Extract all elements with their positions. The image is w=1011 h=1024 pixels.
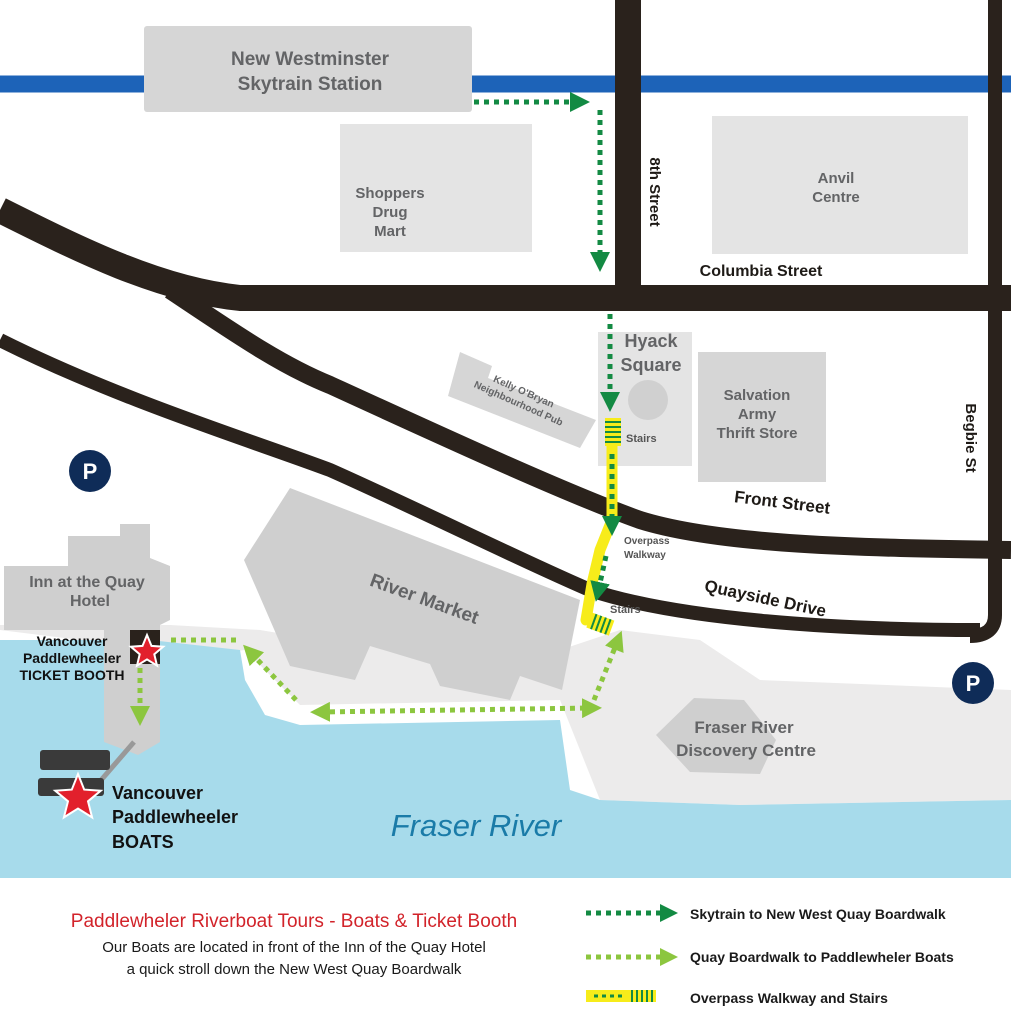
- overpass-label-2: Walkway: [624, 550, 666, 561]
- boats-label-1: Vancouver: [112, 783, 203, 803]
- route-boardwalk-to-boats: [130, 630, 624, 726]
- buildings: [4, 26, 968, 774]
- ticket-booth-label-1: Vancouver: [37, 633, 108, 649]
- footer-line-2: a quick stroll down the New West Quay Bo…: [127, 961, 462, 978]
- stairs-top-label: Stairs: [626, 433, 657, 445]
- stairs-top-hatch: [605, 418, 621, 446]
- discovery-label-2: Discovery Centre: [676, 741, 816, 760]
- inn-at-the-quay-building: [4, 524, 170, 755]
- anvil-label-1: Anvil: [818, 170, 855, 187]
- columbia-street-label: Columbia Street: [700, 263, 823, 280]
- shoppers-label-3: Mart: [374, 223, 406, 240]
- begbie-st-road: [969, 0, 1002, 643]
- front-street-road: [165, 282, 1011, 559]
- shoppers-label-2: Drug: [373, 204, 408, 221]
- parking-icon: P: [69, 450, 111, 492]
- roads: [0, 0, 1011, 643]
- inn-label-2: Hotel: [70, 593, 110, 610]
- shoppers-drug-mart-building: [340, 124, 532, 252]
- hyack-label-2: Square: [620, 355, 681, 375]
- boats-star-icon: [52, 771, 104, 820]
- skytrain-station-label-2: Skytrain Station: [238, 74, 383, 95]
- footer-title: Paddlewheler Riverboat Tours - Boats & T…: [71, 911, 517, 932]
- columbia-street-road: [0, 198, 1011, 311]
- boats-label-3: BOATS: [112, 832, 174, 852]
- shoppers-label-1: Shoppers: [355, 185, 424, 202]
- inn-label-1: Inn at the Quay: [29, 574, 145, 591]
- legend-light-green-arrow-icon: [586, 948, 678, 966]
- overpass-label-1: Overpass: [624, 536, 670, 547]
- boat-shape-upper: [40, 750, 110, 770]
- ticket-booth-label-3: TICKET BOOTH: [20, 667, 125, 683]
- hyack-fountain: [628, 380, 668, 420]
- skytrain-station-label-1: New Westminster: [231, 49, 390, 70]
- anvil-label-2: Centre: [812, 189, 860, 206]
- salvation-army-building: [698, 352, 826, 482]
- skytrain-station-building: [144, 26, 472, 112]
- route-skytrain-to-boardwalk: [474, 92, 622, 602]
- footer-panel: [0, 878, 1011, 1024]
- overpass-walkway-path: [580, 430, 618, 626]
- 8th-street-label: 8th Street: [646, 157, 663, 226]
- legend-yellow-stairs-icon: [586, 990, 656, 1002]
- legend-label-2: Quay Boardwalk to Paddlewheler Boats: [690, 949, 954, 965]
- begbie-st-label: Begbie St: [962, 403, 979, 472]
- ticket-booth-label-2: Paddlewheeler: [23, 650, 122, 666]
- parking-icon: P: [952, 662, 994, 704]
- discovery-label-1: Fraser River: [694, 718, 794, 737]
- discovery-centre-building: [656, 698, 776, 774]
- river-market-building: [244, 488, 580, 700]
- fraser-river-label: Fraser River: [391, 808, 563, 843]
- kelly-obryan-pub-building: [448, 352, 596, 448]
- footer-line-1: Our Boats are located in front of the In…: [102, 939, 486, 956]
- salvation-label-1: Salvation: [724, 387, 791, 404]
- svg-text:P: P: [83, 459, 98, 484]
- legend: Skytrain to New West Quay Boardwalk Quay…: [586, 904, 954, 1006]
- salvation-label-3: Thrift Store: [717, 425, 798, 442]
- fraser-river-water: [0, 640, 1011, 878]
- boats-label-2: Paddlewheeler: [112, 807, 238, 827]
- stairs-bottom-hatch: [586, 612, 615, 636]
- stairs-bottom-label: Stairs: [610, 604, 641, 616]
- legend-dark-green-arrow-icon: [586, 904, 678, 922]
- hyack-label-1: Hyack: [624, 331, 678, 351]
- salvation-label-2: Army: [738, 406, 777, 423]
- ticket-booth-star-icon: [128, 632, 166, 668]
- legend-label-1: Skytrain to New West Quay Boardwalk: [690, 906, 946, 922]
- legend-label-3: Overpass Walkway and Stairs: [690, 990, 888, 1006]
- quayside-drive-road: [0, 333, 981, 637]
- anvil-centre-building: [712, 116, 968, 254]
- svg-text:P: P: [966, 671, 981, 696]
